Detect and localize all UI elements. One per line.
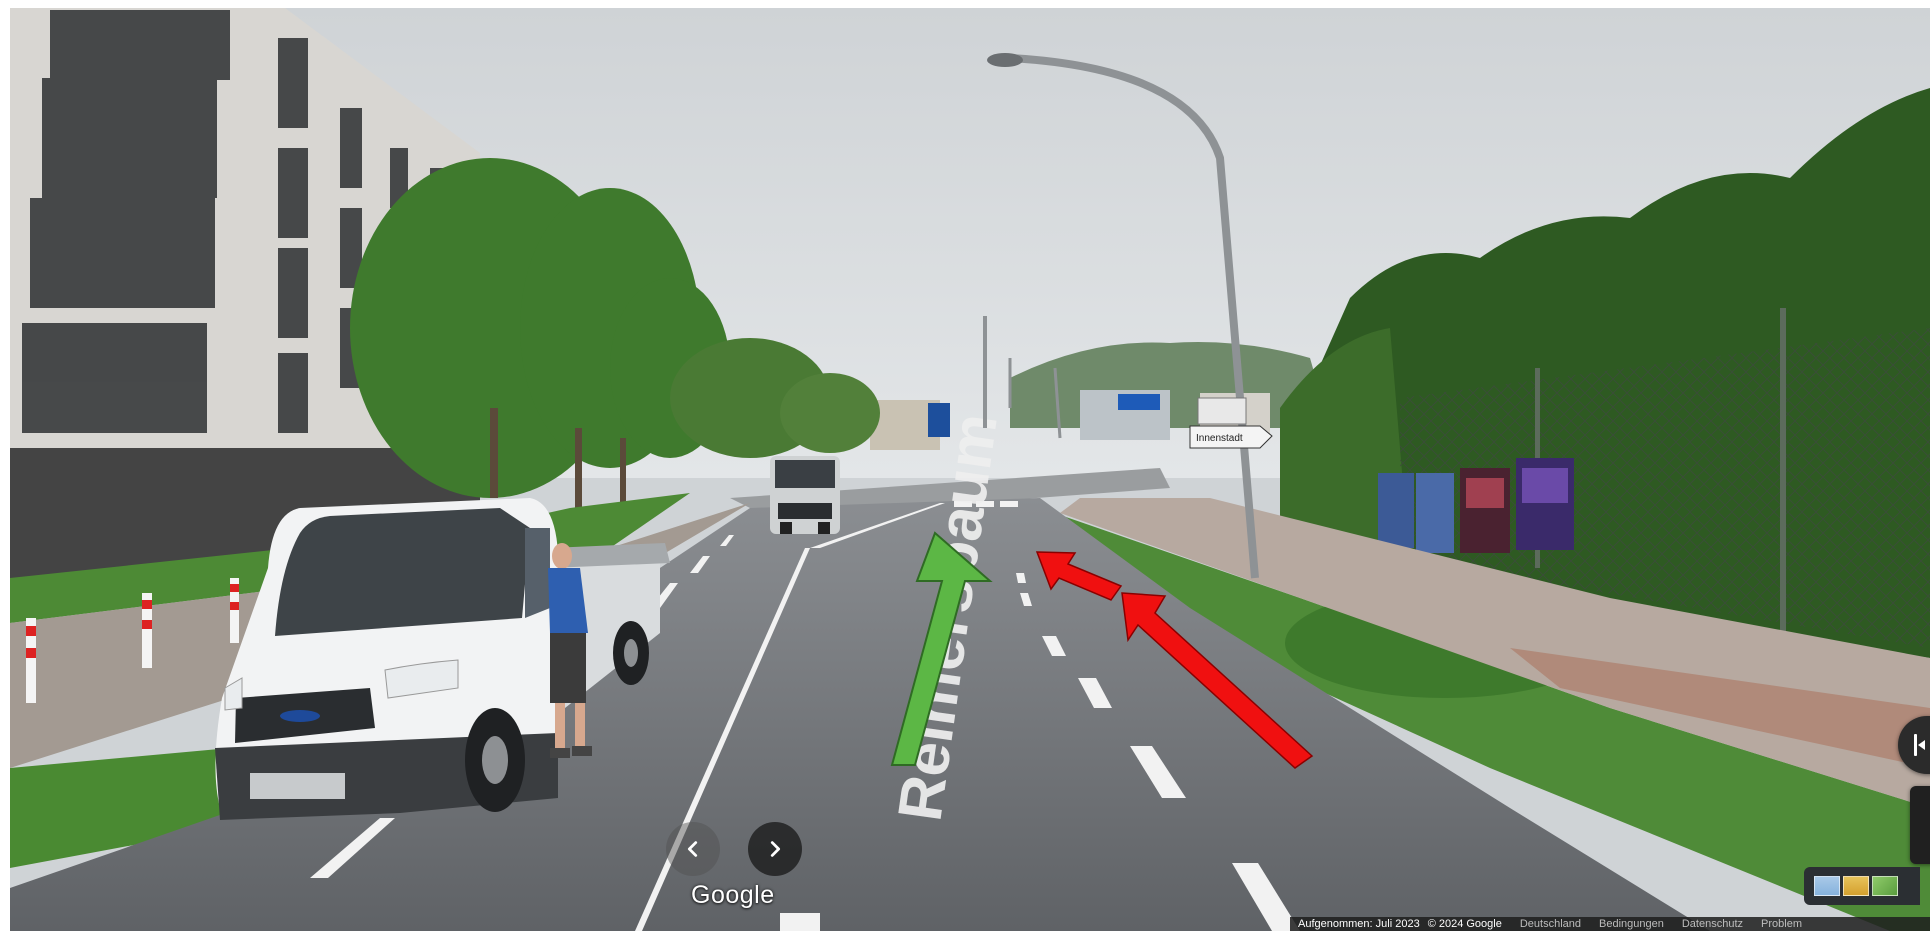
layer-thumbnail[interactable] — [1872, 876, 1898, 896]
bg-sign — [1118, 394, 1160, 410]
direction-sign: Innenstadt — [1189, 397, 1273, 449]
arrow-bar-icon — [1914, 734, 1917, 756]
bg-sign — [928, 403, 950, 437]
billboards — [1378, 458, 1574, 553]
layer-thumbnail[interactable] — [1814, 876, 1840, 896]
grass-left-lower — [10, 748, 230, 868]
previous-button[interactable] — [666, 822, 720, 876]
capture-date: Aufgenommen: Juli 2023 — [1298, 918, 1420, 930]
layer-switcher[interactable] — [1804, 867, 1920, 905]
grass-right — [1040, 508, 1930, 931]
street-lamp — [983, 53, 1259, 579]
map-control-panel[interactable] — [1910, 786, 1930, 864]
layer-thumbnail[interactable] — [1843, 876, 1869, 896]
road — [10, 498, 1710, 931]
street-view-panorama[interactable]: Reimersbaum Innenstadt — [10, 8, 1930, 931]
privacy-link[interactable]: Datenschutz — [1681, 918, 1744, 930]
svg-text:Innenstadt: Innenstadt — [1196, 433, 1243, 444]
oncoming-van — [770, 456, 840, 534]
bollards — [26, 578, 239, 703]
lane-markings — [310, 501, 1300, 931]
google-logo: Google — [691, 881, 775, 909]
next-button[interactable] — [748, 822, 802, 876]
country-link[interactable]: Deutschland — [1519, 918, 1582, 930]
report-problem-link[interactable]: Problem — [1761, 918, 1802, 930]
chevron-right-icon — [770, 841, 781, 857]
footer-bar: Aufgenommen: Juli 2023 © 2024 Google Deu… — [1290, 917, 1930, 931]
copyright: © 2024 Google — [1427, 918, 1502, 930]
trees-left — [350, 158, 880, 498]
green-arrow-icon — [890, 531, 993, 766]
pedestrian — [548, 543, 592, 758]
red-arrow-icon — [1035, 551, 1123, 601]
terms-link[interactable]: Bedingungen — [1599, 918, 1664, 930]
red-arrow-icon — [1121, 592, 1314, 769]
arrow-left-icon — [1918, 740, 1925, 750]
sidewalk-right — [1060, 498, 1930, 808]
street-scene[interactable]: Reimersbaum Innenstadt — [10, 8, 1930, 931]
chevron-left-icon — [687, 841, 698, 857]
